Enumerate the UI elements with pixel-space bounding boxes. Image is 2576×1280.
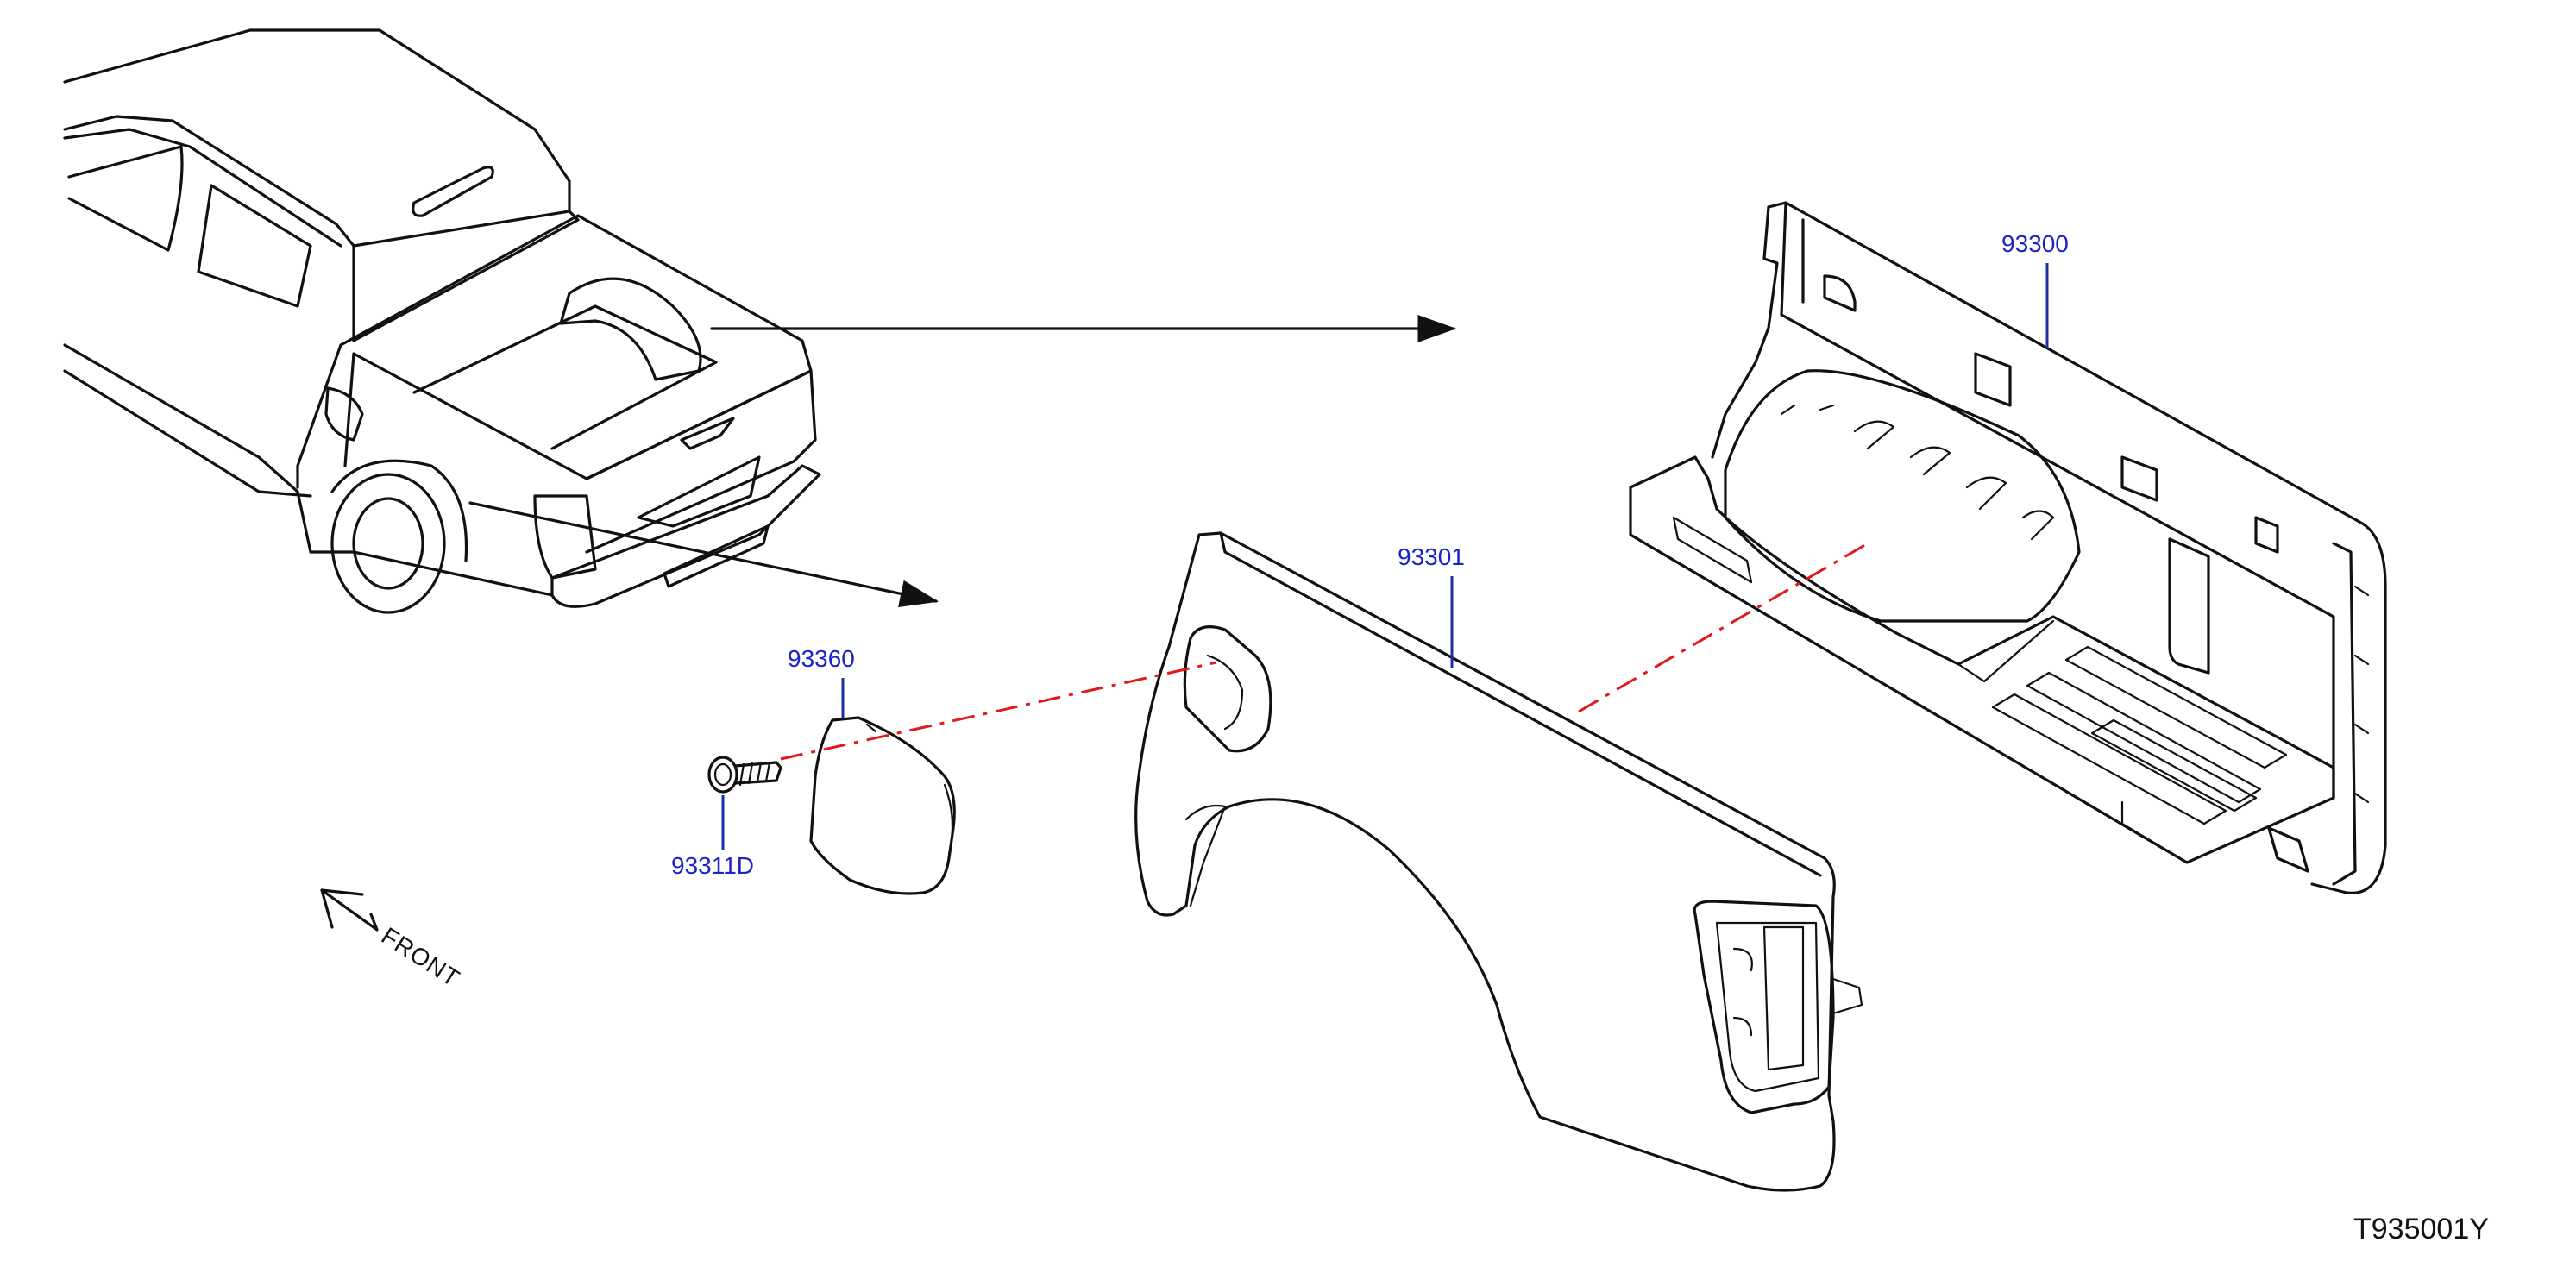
part-label-93360: 93360	[788, 645, 855, 672]
alignment-line-fender-to-panel	[1578, 542, 1869, 713]
diagram-code: T935001Y	[2353, 1213, 2489, 1245]
part-label-93311D: 93311D	[671, 852, 754, 879]
vehicle-overview	[63, 28, 821, 614]
front-label: FRONT	[377, 922, 465, 992]
part-label-93301: 93301	[1398, 543, 1465, 570]
arrow-to-fender	[468, 501, 939, 608]
alignment-line-screw-to-pocket	[780, 661, 1217, 761]
rear-fender-drawing	[1134, 531, 1863, 1192]
fuel-filler-lid-drawing	[809, 716, 956, 895]
part-label-93300: 93300	[2001, 230, 2069, 257]
screw-drawing	[707, 756, 782, 794]
rear-body-side-panel-drawing	[1629, 201, 2387, 894]
front-direction-arrow	[320, 888, 379, 932]
